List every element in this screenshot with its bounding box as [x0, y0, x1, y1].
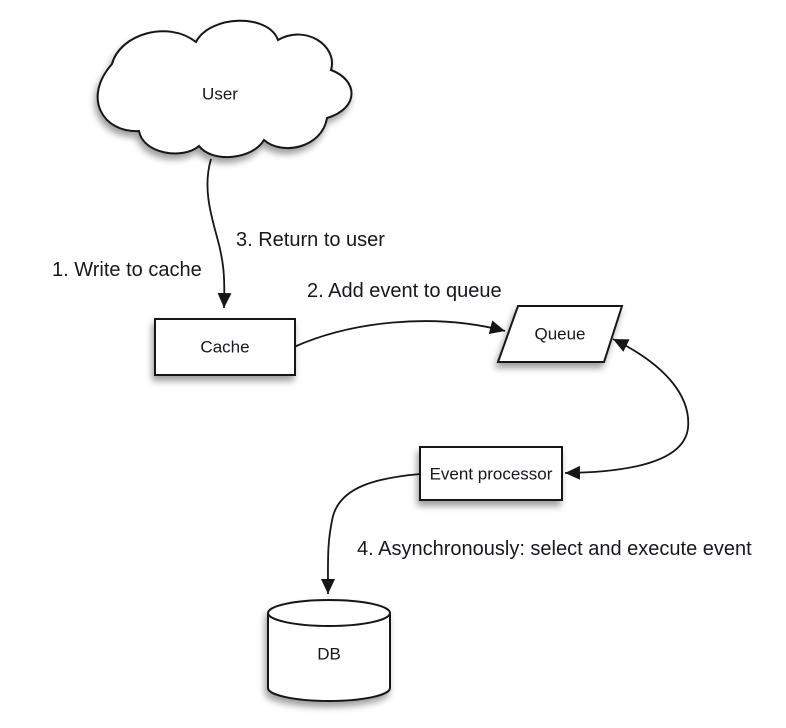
step2-add-event-to-queue-label: 2. Add event to queue [307, 280, 502, 302]
event-processor-label: Event processor [430, 465, 553, 484]
event-processor-rect [419, 446, 563, 501]
edge-queue-eventprocessor-double-arrow [564, 338, 690, 480]
event-processor-node [419, 446, 563, 501]
cache-label: Cache [200, 338, 249, 357]
cloud-shape [96, 19, 353, 158]
db-cylinder-body [267, 613, 391, 702]
step1-write-to-cache-label: 1. Write to cache [52, 259, 202, 281]
edge-eventprocessor-to-db [320, 473, 421, 595]
queue-label: Queue [534, 325, 585, 344]
db-node [267, 599, 391, 702]
queue-node [496, 305, 624, 363]
cache-rect [154, 318, 296, 376]
user-cloud-node [96, 19, 353, 158]
cache-node [154, 318, 296, 376]
edge-user-to-cache [206, 158, 232, 309]
db-label: DB [317, 645, 341, 664]
edge-cache-to-queue [293, 320, 506, 348]
db-cylinder-top [267, 599, 391, 627]
queue-parallelogram [496, 305, 624, 363]
step3-return-to-user-label: 3. Return to user [236, 229, 385, 251]
step4-asynchronously-label: 4. Asynchronously: select and execute ev… [357, 538, 752, 560]
user-label: User [202, 85, 238, 104]
